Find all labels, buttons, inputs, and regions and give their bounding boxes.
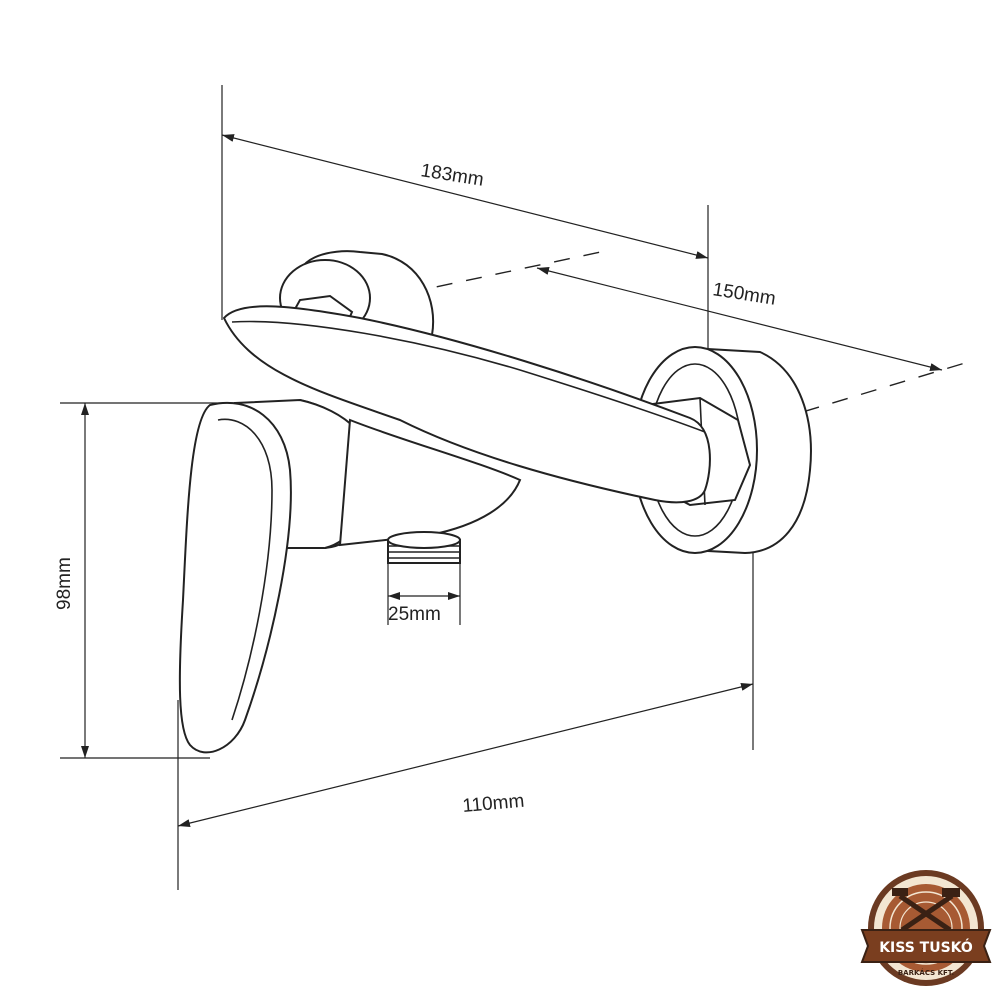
- label-98: 98mm: [54, 557, 75, 610]
- company-logo: KISS TUSKÓ BARKÁCS KFT.: [860, 870, 992, 986]
- dim-line-110: [177, 682, 754, 828]
- spout-body: [222, 305, 711, 504]
- outlet-thread: [387, 531, 461, 564]
- logo-name: KISS TUSKÓ: [879, 938, 973, 956]
- label-25: 25mm: [388, 604, 441, 625]
- center-axis: [289, 249, 976, 456]
- label-110: 110mm: [462, 791, 526, 817]
- dimension-lines: [81, 134, 943, 828]
- label-183: 183mm: [419, 160, 485, 191]
- dim-line-150: [536, 267, 943, 371]
- dim-line-183: [221, 134, 709, 259]
- logo-subtitle: BARKÁCS KFT.: [898, 968, 954, 977]
- label-150: 150mm: [711, 279, 777, 310]
- dimension-labels: 183mm 150mm 98mm 25mm 110mm: [54, 160, 777, 817]
- lever-handle: [178, 401, 292, 754]
